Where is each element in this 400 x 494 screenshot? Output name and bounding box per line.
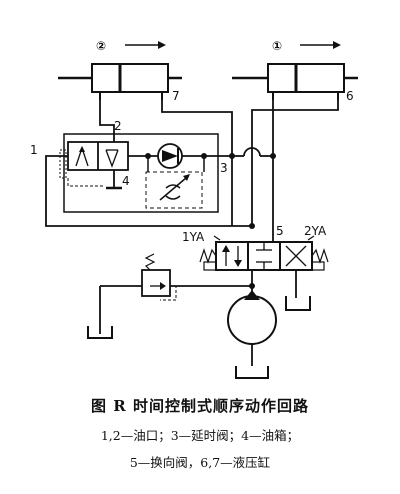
cylinder-7 (58, 63, 182, 100)
supply-return-lines (99, 270, 297, 334)
label-port-6: 6 (346, 89, 354, 103)
circuit-diagram: ② ① 1 2 3 4 5 6 7 1YA 2YA (30, 39, 358, 379)
directional-valve-5 (199, 235, 329, 271)
delay-valve-3 (59, 133, 219, 213)
label-port-7: 7 (172, 89, 180, 103)
figure-legend-line-2: 5—换向阀，6,7—液压缸 (129, 455, 271, 470)
label-port-2: 2 (114, 119, 122, 133)
direction-arrow-1 (300, 41, 341, 49)
label-port-5: 5 (276, 224, 284, 238)
label-port-4: 4 (122, 174, 130, 188)
hydraulic-pump (227, 270, 277, 366)
tanks (87, 296, 311, 379)
tank-4 (106, 170, 122, 190)
label-cylinder-2: ② (96, 39, 106, 53)
relief-valve (141, 253, 177, 301)
figure-legend-line-1: 1,2—油口；3—延时阀；4—油箱； (100, 428, 300, 443)
label-port-3: 3 (220, 161, 228, 175)
hydraulic-lines (45, 100, 339, 242)
figure-title: 图 R 时间控制式顺序动作回路 (91, 397, 309, 415)
label-port-1: 1 (30, 143, 38, 157)
label-solenoid-2ya: 2YA (304, 224, 327, 238)
label-solenoid-1ya: 1YA (182, 230, 205, 244)
cylinder-6 (232, 63, 358, 100)
direction-arrow-2 (125, 41, 166, 49)
label-cylinder-1: ① (272, 39, 282, 53)
